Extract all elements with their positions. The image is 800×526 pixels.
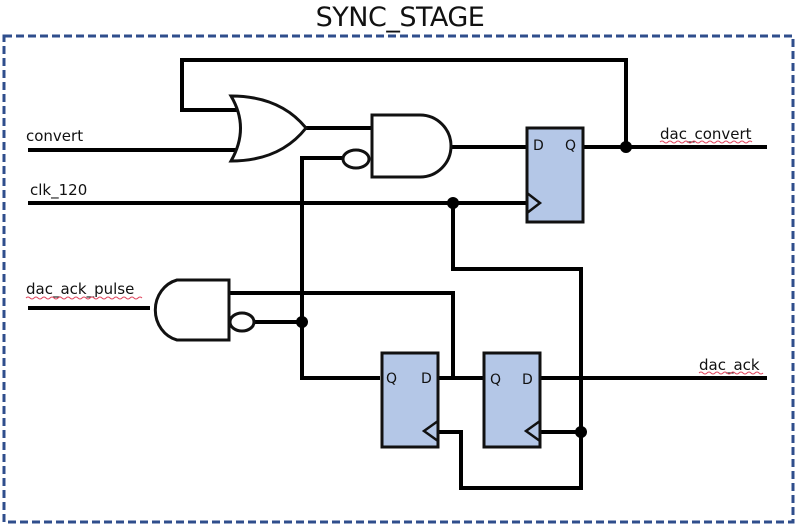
module-boundary: [2, 34, 795, 524]
diagram-title: SYNC_STAGE: [315, 2, 485, 33]
and-gate-lower: [153, 278, 231, 342]
ff-pin-d: D: [421, 371, 432, 387]
wire-feedback-dac-convert: [180, 58, 628, 148]
spellcheck-underline: [25, 296, 143, 300]
ff-pin-d: D: [533, 138, 544, 154]
label-dac-ack-pulse: dac_ack_pulse: [26, 280, 134, 299]
spellcheck-underline: [659, 140, 753, 144]
wire-clk-to-sync-ffs: [436, 430, 583, 490]
label-convert: convert: [26, 127, 83, 145]
label-dac-ack: dac_ack: [699, 356, 760, 375]
inverter-bubble-upper: [341, 148, 371, 170]
label-dac-convert: dac_convert: [660, 125, 752, 144]
wire-clk-branch: [451, 201, 583, 434]
wire-sync-q-feedback: [300, 156, 380, 380]
label-clk-120: clk_120: [30, 181, 87, 200]
wire-lower-and-out: [227, 291, 455, 380]
spellcheck-underline: [698, 371, 764, 375]
ff-pin-q: Q: [386, 371, 397, 387]
or-gate: [228, 94, 308, 163]
ff-pin-q: Q: [565, 138, 576, 154]
inverter-bubble-lower: [228, 311, 256, 333]
flipflop-sync-2: Q D: [482, 351, 542, 449]
junction-clk: [447, 197, 459, 209]
and-gate-upper: [370, 113, 453, 179]
junction-sync-feedback: [296, 316, 308, 328]
junction-clk-sync: [575, 426, 587, 438]
junction-dac-convert: [620, 141, 632, 153]
ff-pin-q: Q: [490, 372, 501, 388]
flipflop-sync-1: Q D: [380, 351, 440, 449]
ff-pin-d: D: [522, 372, 533, 388]
flipflop-dac-convert: D Q: [525, 126, 585, 224]
